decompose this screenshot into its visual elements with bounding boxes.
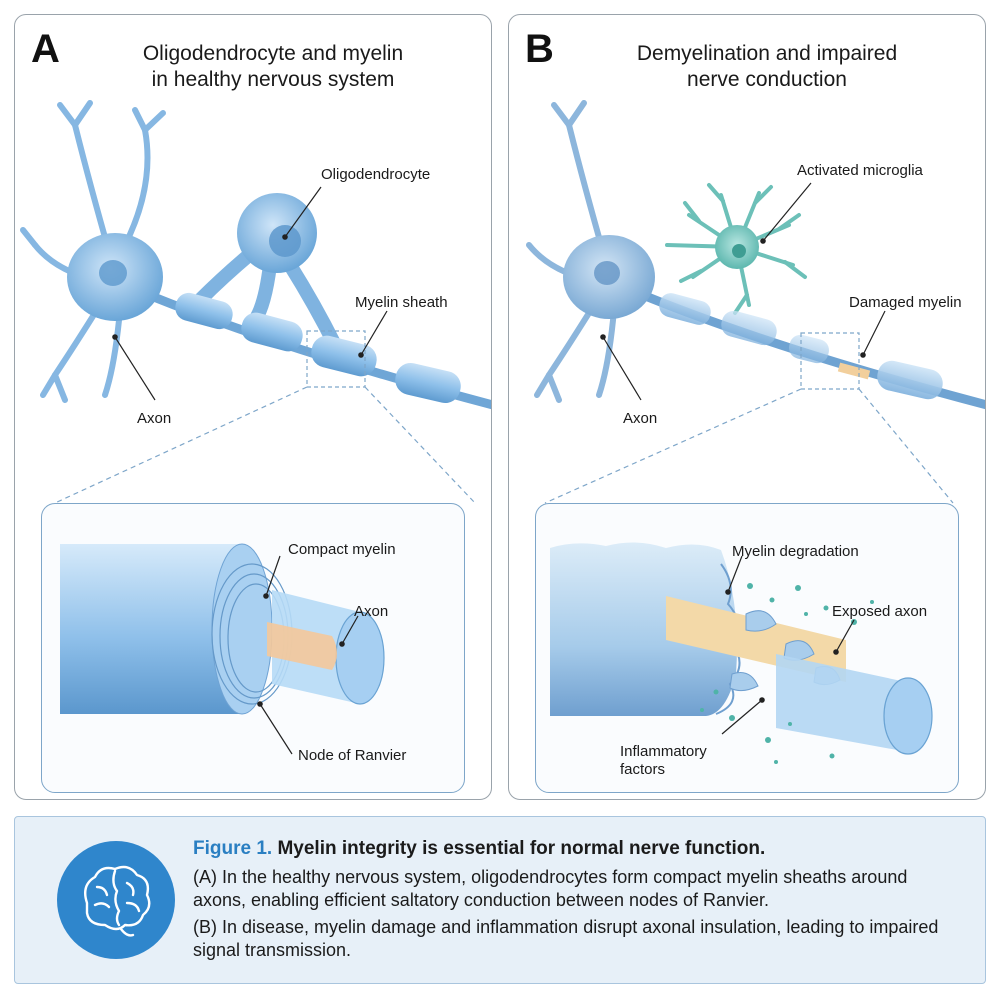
zoom-region bbox=[306, 330, 366, 388]
inflammatory-particles bbox=[700, 583, 874, 764]
caption-paragraph-a: (A) In the healthy nervous system, oligo… bbox=[193, 867, 908, 910]
neuron-nucleus bbox=[594, 261, 620, 285]
outer-axon-tube bbox=[776, 654, 918, 752]
demyelination-illustration: Activated microglia Damaged myelin Axon bbox=[526, 100, 985, 504]
degraded-myelin-cross-section: Myelin degradation Exposed axon Inflamma… bbox=[550, 542, 933, 778]
neuron-nucleus bbox=[99, 260, 127, 286]
inset-axon-label: Axon bbox=[354, 603, 388, 620]
panel-title: Oligodendrocyte and myelin in healthy ne… bbox=[75, 41, 471, 93]
axon-label: Axon bbox=[137, 410, 171, 427]
inset-damaged-myelin: Myelin degradation Exposed axon Inflamma… bbox=[535, 503, 959, 793]
damaged-myelin-label: Damaged myelin bbox=[849, 294, 962, 311]
inflammatory-factors-label-line2: factors bbox=[620, 761, 665, 778]
axon-core bbox=[267, 622, 337, 670]
figure-number: Figure 1. bbox=[193, 838, 273, 859]
panel-title-line: nerve conduction bbox=[687, 68, 847, 91]
myelin-segments bbox=[175, 292, 461, 404]
exposed-axon-label: Exposed axon bbox=[832, 603, 927, 620]
oligodendrocyte-label: Oligodendrocyte bbox=[321, 166, 430, 183]
figure-caption: Figure 1. Myelin integrity is essential … bbox=[14, 816, 986, 984]
oligodendrocyte-nucleus bbox=[269, 225, 301, 257]
caption-title: Myelin integrity is essential for normal… bbox=[277, 838, 766, 859]
zoom-region bbox=[800, 332, 860, 390]
brain-icon bbox=[57, 841, 175, 959]
compact-myelin-label: Compact myelin bbox=[288, 541, 396, 558]
microglia-nucleus bbox=[732, 244, 746, 258]
panel-b: B Demyelination and impaired nerve condu… bbox=[508, 14, 986, 800]
axon-label: Axon bbox=[623, 410, 657, 427]
activated-microglia-label: Activated microglia bbox=[797, 162, 924, 179]
inset-healthy-myelin: Compact myelin Axon Node of Ranvier bbox=[41, 503, 465, 793]
caption-heading: Figure 1. Myelin integrity is essential … bbox=[193, 837, 965, 860]
panel-title: Demyelination and impaired nerve conduct… bbox=[569, 41, 965, 93]
inflammatory-factors-label: Inflammatory bbox=[620, 743, 707, 760]
panel-title-line: Oligodendrocyte and myelin bbox=[142, 42, 404, 65]
panel-letter: B bbox=[525, 27, 554, 71]
panel-title-line: in healthy nervous system bbox=[151, 68, 395, 91]
panel-a: A Oligodendrocyte and myelin in healthy … bbox=[14, 14, 492, 800]
damaged-myelin-segments bbox=[659, 293, 943, 400]
myelin-sheath-label: Myelin sheath bbox=[355, 294, 448, 311]
node-of-ranvier-label: Node of Ranvier bbox=[298, 747, 406, 764]
panel-title-line: Demyelination and impaired bbox=[636, 42, 898, 65]
myelin-cross-section: Compact myelin Axon Node of Ranvier bbox=[60, 541, 406, 764]
exposed-axon-segment bbox=[837, 362, 871, 380]
degraded-myelin-tube bbox=[550, 542, 737, 716]
panel-letter: A bbox=[31, 27, 60, 71]
myelin-degradation-label: Myelin degradation bbox=[732, 543, 859, 560]
healthy-neuron-illustration: Oligodendrocyte Myelin sheath Axon bbox=[20, 100, 491, 504]
caption-paragraph-b: (B) In disease, myelin damage and inflam… bbox=[193, 917, 939, 960]
caption-text: Figure 1. Myelin integrity is essential … bbox=[193, 837, 965, 966]
myelin-tube bbox=[60, 544, 257, 714]
